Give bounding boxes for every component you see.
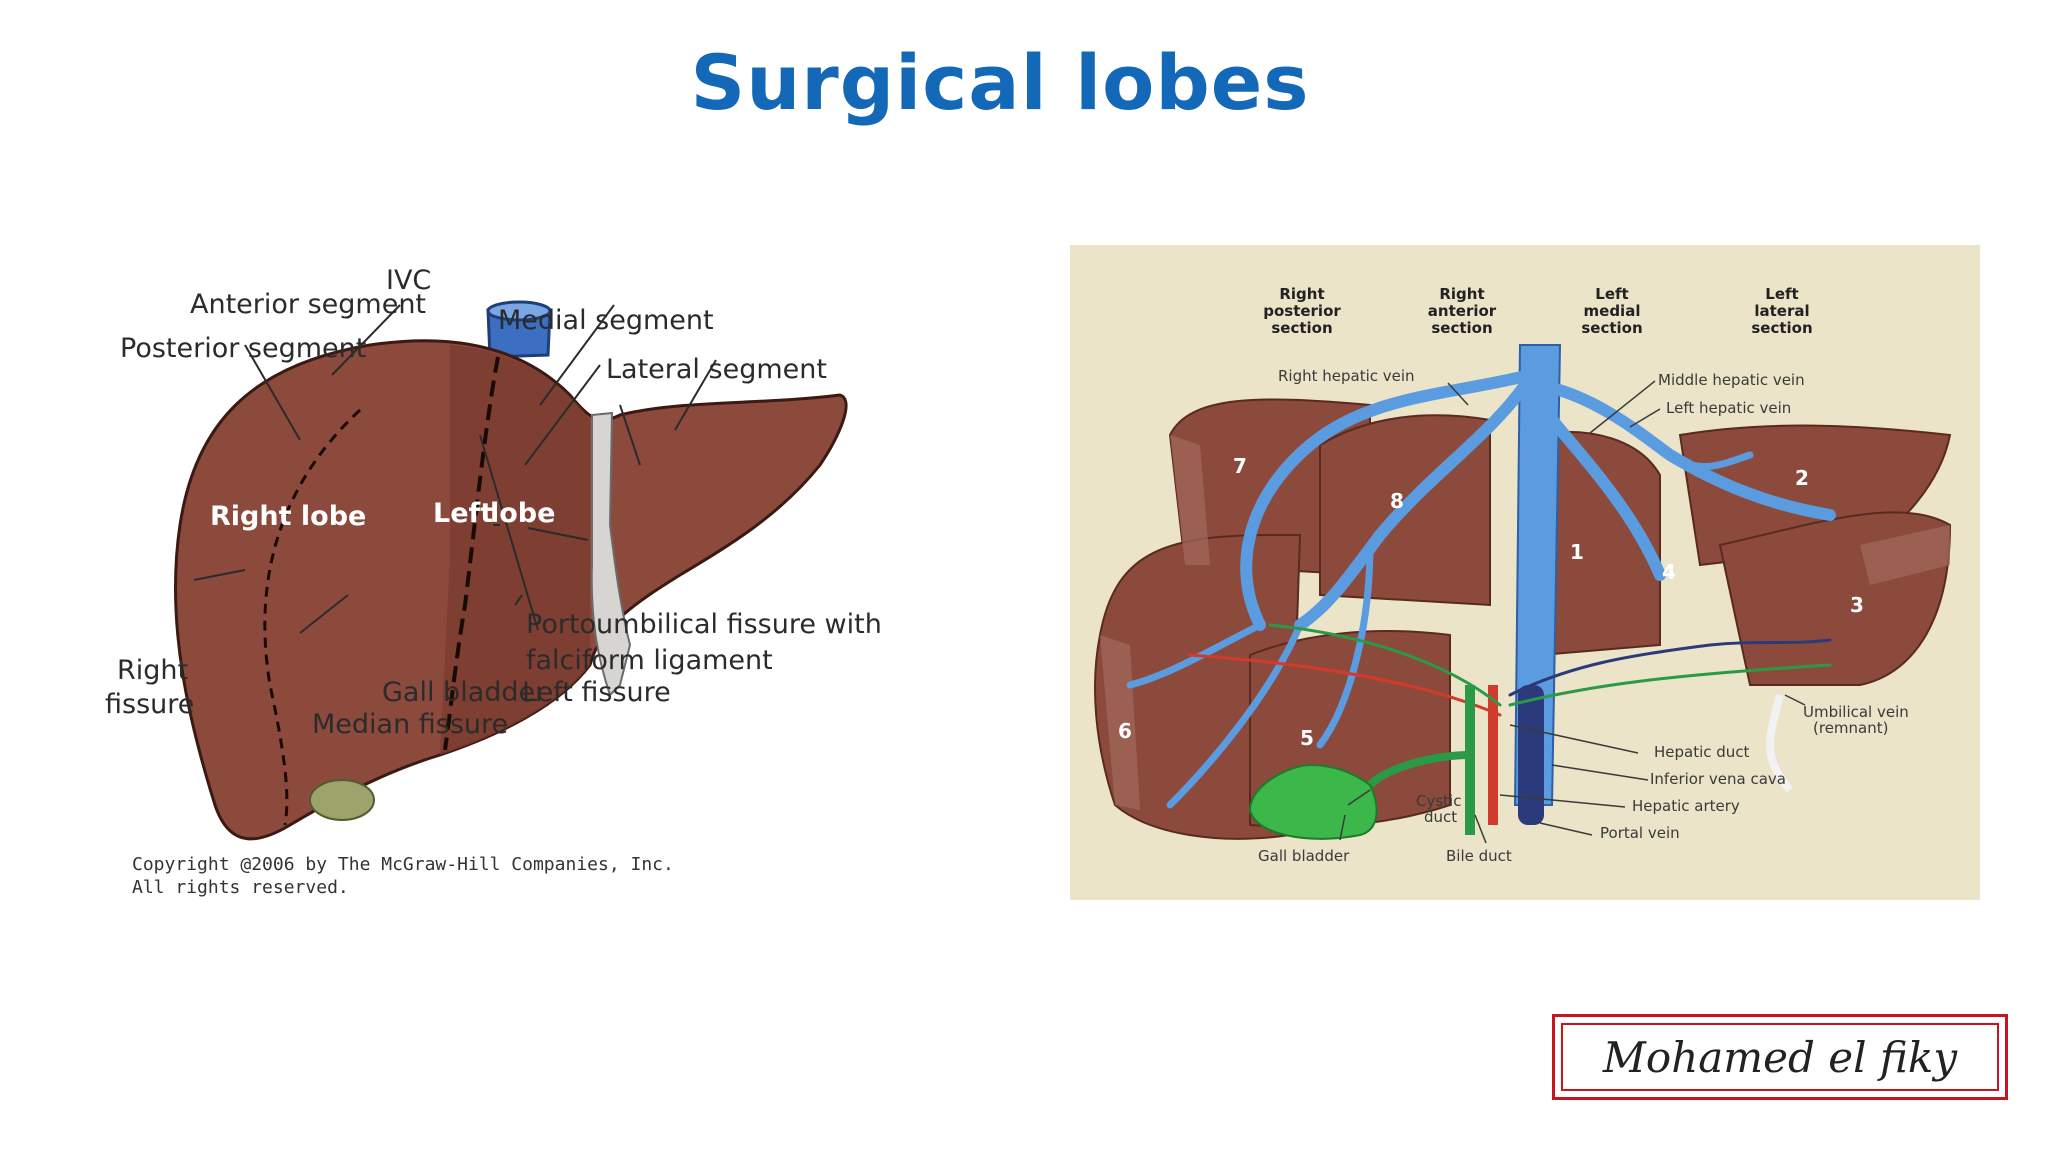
liver-lobes-drawing: IVC Anterior segment Posterior segment M…	[105, 265, 882, 841]
ivc-label: IVC	[386, 265, 431, 296]
right-lobe-label: Right lobe	[210, 501, 366, 532]
signature-text: Mohamed el fiky	[1561, 1023, 1999, 1091]
segment-7: 7	[1233, 454, 1247, 478]
umbilical-vein-remnant	[1766, 694, 1794, 793]
copyright-line-2: All rights reserved.	[132, 877, 349, 898]
segment-2: 2	[1795, 466, 1809, 490]
right-anterior-header-1: Right	[1439, 285, 1484, 303]
left-hepatic-vein-label: Left hepatic vein	[1666, 399, 1791, 417]
medial-segment-label: Medial segment	[498, 305, 714, 336]
right-hepatic-vein-label: Right hepatic vein	[1278, 367, 1415, 385]
left-fissure-label: Left fissure	[522, 677, 671, 708]
copyright-line-1: Copyright @2006 by The McGraw-Hill Compa…	[132, 854, 674, 875]
umbilical-vein-label-2: (remnant)	[1813, 719, 1888, 737]
right-posterior-header-3: section	[1271, 319, 1332, 337]
right-fissure-label-1: Right	[117, 655, 188, 686]
liver-sections-figure: Right posterior section Right anterior s…	[1070, 245, 1980, 900]
liver-lobes-figure: IVC Anterior segment Posterior segment M…	[105, 225, 1000, 925]
bile-duct-label: Bile duct	[1446, 847, 1512, 865]
median-fissure-label: Median fissure	[312, 709, 508, 740]
portal-vein	[1518, 685, 1544, 825]
cystic-duct-label-1: Cystic	[1416, 792, 1461, 810]
left-lateral-header-1: Left	[1765, 285, 1798, 303]
signature-box: Mohamed el fiky	[1552, 1014, 2008, 1100]
ivc-label: Inferior vena cava	[1650, 770, 1786, 788]
left-medial-header-3: section	[1581, 319, 1642, 337]
segment-4: 4	[1662, 560, 1676, 584]
umbilical-vein-label-1: Umbilical vein	[1803, 703, 1909, 721]
gall-bladder	[309, 779, 375, 821]
middle-hepatic-vein-label: Middle hepatic vein	[1658, 371, 1805, 389]
portoumbilical-label-1: Portoumbilical fissure with	[526, 609, 882, 640]
portal-vein-label: Portal vein	[1600, 824, 1680, 842]
segment-6: 6	[1118, 719, 1132, 743]
segment-5: 5	[1300, 726, 1314, 750]
copyright-note: Copyright @2006 by The McGraw-Hill Compa…	[132, 853, 674, 899]
anterior-segment-label: Anterior segment	[190, 289, 426, 320]
portoumbilical-label-2: falciform ligament	[526, 645, 773, 676]
cystic-duct-label-2: duct	[1424, 808, 1457, 826]
page-title: Surgical lobes	[690, 38, 1310, 127]
segment-1: 1	[1570, 540, 1584, 564]
gall-bladder-label: Gall bladder	[382, 677, 547, 708]
falciform-ligament	[590, 411, 632, 697]
segment-8: 8	[1390, 489, 1404, 513]
hepatic-duct-label: Hepatic duct	[1654, 743, 1750, 761]
liver-sections-drawing: Right posterior section Right anterior s…	[1094, 285, 1952, 865]
left-medial-header-2: medial	[1584, 302, 1641, 320]
right-posterior-header-2: posterior	[1263, 302, 1341, 320]
lateral-segment-label: Lateral segment	[606, 354, 827, 385]
segment-3: 3	[1850, 593, 1864, 617]
hepatic-artery-label: Hepatic artery	[1632, 797, 1740, 815]
right-posterior-header-1: Right	[1279, 285, 1324, 303]
left-lobe-label-lobe: lobe	[490, 498, 555, 529]
left-lateral-header-2: lateral	[1754, 302, 1809, 320]
gall-bladder	[1248, 763, 1378, 840]
hepatic-artery	[1488, 685, 1498, 825]
liver-segments	[1094, 398, 1952, 840]
posterior-segment-label: Posterior segment	[120, 333, 366, 364]
gall-bladder-label: Gall bladder	[1258, 847, 1350, 865]
right-fissure-label-2: fissure	[105, 689, 194, 720]
right-anterior-header-2: anterior	[1428, 302, 1497, 320]
left-lateral-header-3: section	[1751, 319, 1812, 337]
right-anterior-header-3: section	[1431, 319, 1492, 337]
left-lobe-label-left: Left	[433, 498, 493, 529]
cystic-duct	[1367, 751, 1471, 788]
left-medial-header-1: Left	[1595, 285, 1628, 303]
